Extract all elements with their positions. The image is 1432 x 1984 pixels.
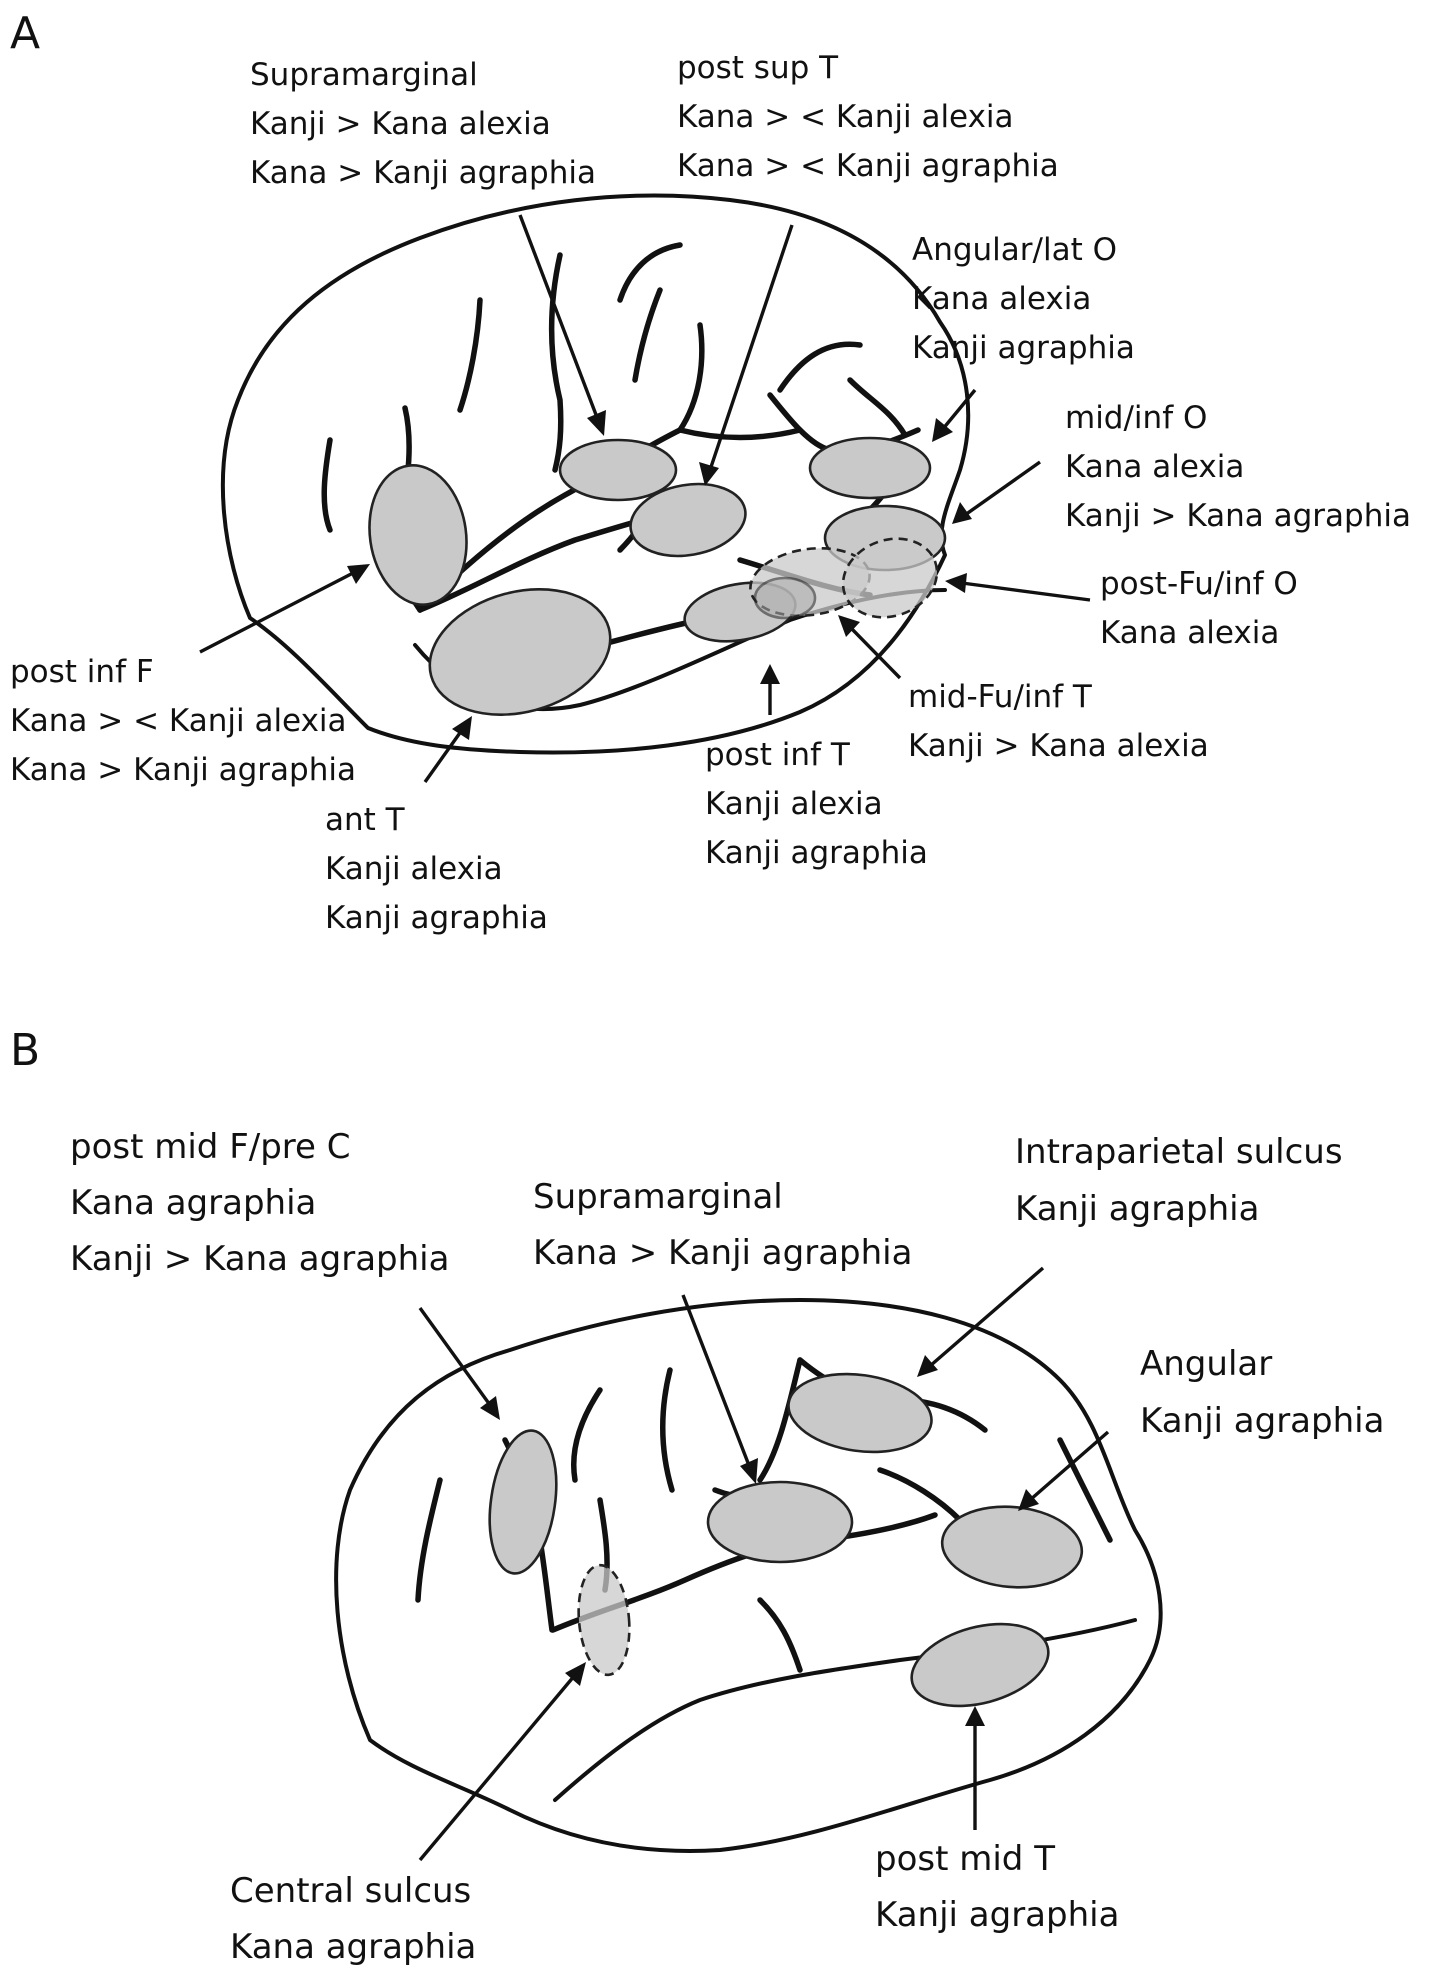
arrow-post-mid-t [965, 1706, 985, 1830]
arrow-post-sup-t [699, 224, 794, 486]
panel-b: B [10, 1025, 1384, 1967]
arrow-angular-b [1018, 1430, 1110, 1511]
panel-a-labels: Supramarginal Kanji > Kana alexia Kana >… [10, 50, 1411, 936]
panel-a-arrows [199, 214, 1091, 783]
region-post-sup-t [629, 482, 747, 558]
brain-b-outline [334, 1298, 1163, 1853]
arrow-supramarginal [518, 214, 606, 436]
arrow-angular-lat-o [932, 388, 977, 442]
arrow-mid-inf-o [952, 460, 1041, 524]
label-angular-lat-o: Angular/lat O Kana alexia Kanji agraphia [912, 232, 1135, 366]
region-post-mid-f-pre-c [488, 1429, 558, 1575]
region-ant-t [428, 588, 612, 716]
arrow-post-inf-t [760, 664, 780, 715]
label-post-mid-f-pre-c: post mid F/pre C Kana agraphia Kanji > K… [70, 1127, 449, 1279]
region-angular-lat-o [808, 436, 932, 500]
label-supramarginal: Supramarginal Kanji > Kana alexia Kana >… [250, 57, 596, 191]
region-angular-b [940, 1505, 1084, 1589]
panel-b-letter: B [10, 1025, 40, 1076]
panel-a: A [10, 8, 1411, 936]
brain-b-regions [488, 1372, 1084, 1708]
label-central-sulcus: Central sulcus Kana agraphia [230, 1871, 482, 1967]
arrow-supramarginal-b [681, 1294, 758, 1484]
arrow-ant-t [423, 716, 472, 783]
brain-a-sulci [321, 242, 921, 653]
brain-a-regions [368, 436, 947, 716]
label-post-inf-t: post inf T Kanji alexia Kanji agraphia [705, 737, 928, 871]
label-post-sup-t: post sup T Kana > < Kanji alexia Kana > … [677, 50, 1059, 184]
panel-b-arrows [418, 1266, 1110, 1862]
arrow-post-inf-f [199, 564, 370, 654]
region-intraparietal [787, 1372, 933, 1454]
label-mid-fu-inf-t: mid-Fu/inf T Kanji > Kana alexia [908, 679, 1209, 764]
brain-a-outline [220, 193, 971, 755]
label-intraparietal: Intraparietal sulcus Kanji agraphia [1015, 1132, 1353, 1229]
region-post-inf-f [368, 464, 468, 606]
label-ant-t: ant T Kanji alexia Kanji agraphia [325, 802, 548, 936]
arrow-mid-fu-inf-t [838, 615, 902, 680]
panel-b-labels: post mid F/pre C Kana agraphia Kanji > K… [70, 1127, 1384, 1967]
label-post-fu-inf-o: post-Fu/inf O Kana alexia [1100, 566, 1308, 651]
label-mid-inf-o: mid/inf O Kana alexia Kanji > Kana agrap… [1065, 400, 1411, 534]
region-central-sulcus [577, 1563, 631, 1677]
region-overlap [753, 576, 817, 620]
label-angular-b: Angular Kanji agraphia [1140, 1344, 1384, 1441]
arrow-intraparietal [917, 1266, 1045, 1377]
label-supramarginal-b: Supramarginal Kana > Kanji agraphia [533, 1177, 912, 1273]
panel-a-letter: A [10, 8, 40, 59]
label-post-inf-f: post inf F Kana > < Kanji alexia Kana > … [10, 654, 356, 788]
region-supramarginal [558, 438, 678, 502]
arrow-post-fu-inf-o [945, 573, 1091, 602]
arrow-central-sulcus [418, 1662, 586, 1862]
region-post-fu-inf-o [841, 537, 939, 619]
arrow-post-mid-f-pre-c [418, 1307, 500, 1420]
label-post-mid-t: post mid T Kanji agraphia [875, 1839, 1119, 1935]
region-post-mid-t [910, 1622, 1050, 1708]
region-supramarginal-b [706, 1480, 854, 1564]
